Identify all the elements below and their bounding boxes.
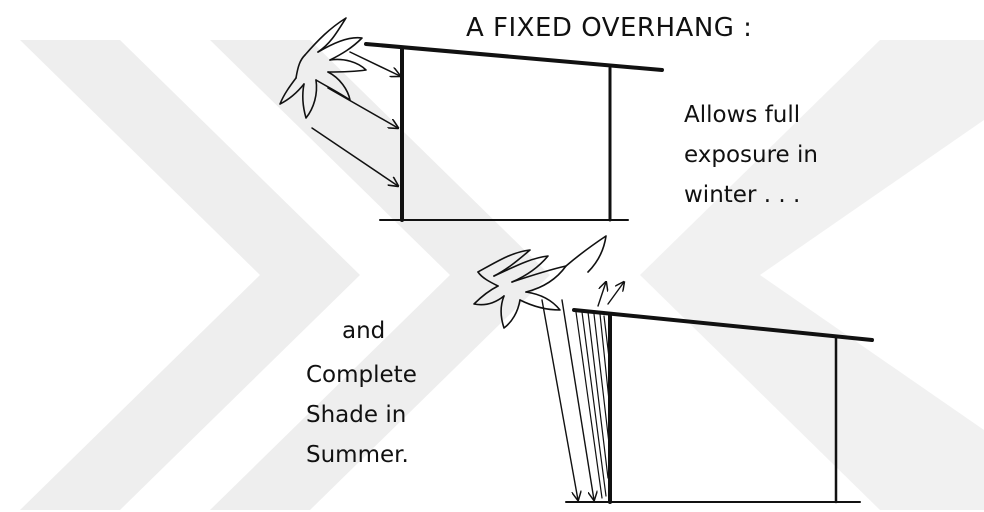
summer-note-line-1: and (342, 318, 385, 344)
winter-ray-1 (349, 51, 400, 76)
summer-note-line-4: Summer. (306, 442, 409, 468)
winter-note-line-1: Allows full (684, 102, 800, 128)
watermark (20, 40, 984, 510)
winter-ray-3 (311, 127, 398, 186)
summer-note: and Complete Shade in Summer. (306, 318, 424, 468)
summer-ray-2 (561, 299, 594, 500)
winter-note-line-3: winter . . . (684, 182, 800, 208)
summer-ray-1 (541, 299, 578, 500)
winter-overhang-roof (364, 42, 664, 72)
diagram-title: A FIXED OVERHANG : (466, 13, 752, 43)
sun-scribble-icon (473, 235, 607, 329)
winter-ray-2 (327, 87, 398, 128)
winter-note-line-2: exposure in (684, 142, 818, 168)
summer-note-line-2: Complete (306, 362, 417, 388)
winter-note: Allows full exposure in winter . . . (684, 102, 825, 208)
summer-sketch: and Complete Shade in Summer. (306, 235, 874, 504)
shade-hatching (575, 311, 611, 499)
summer-overhang-roof (572, 308, 874, 342)
summer-note-line-3: Shade in (306, 402, 406, 428)
summer-ray-deflected (597, 282, 606, 307)
winter-sketch: Allows full exposure in winter . . . (279, 17, 825, 222)
summer-ray-deflected-2 (607, 282, 624, 305)
